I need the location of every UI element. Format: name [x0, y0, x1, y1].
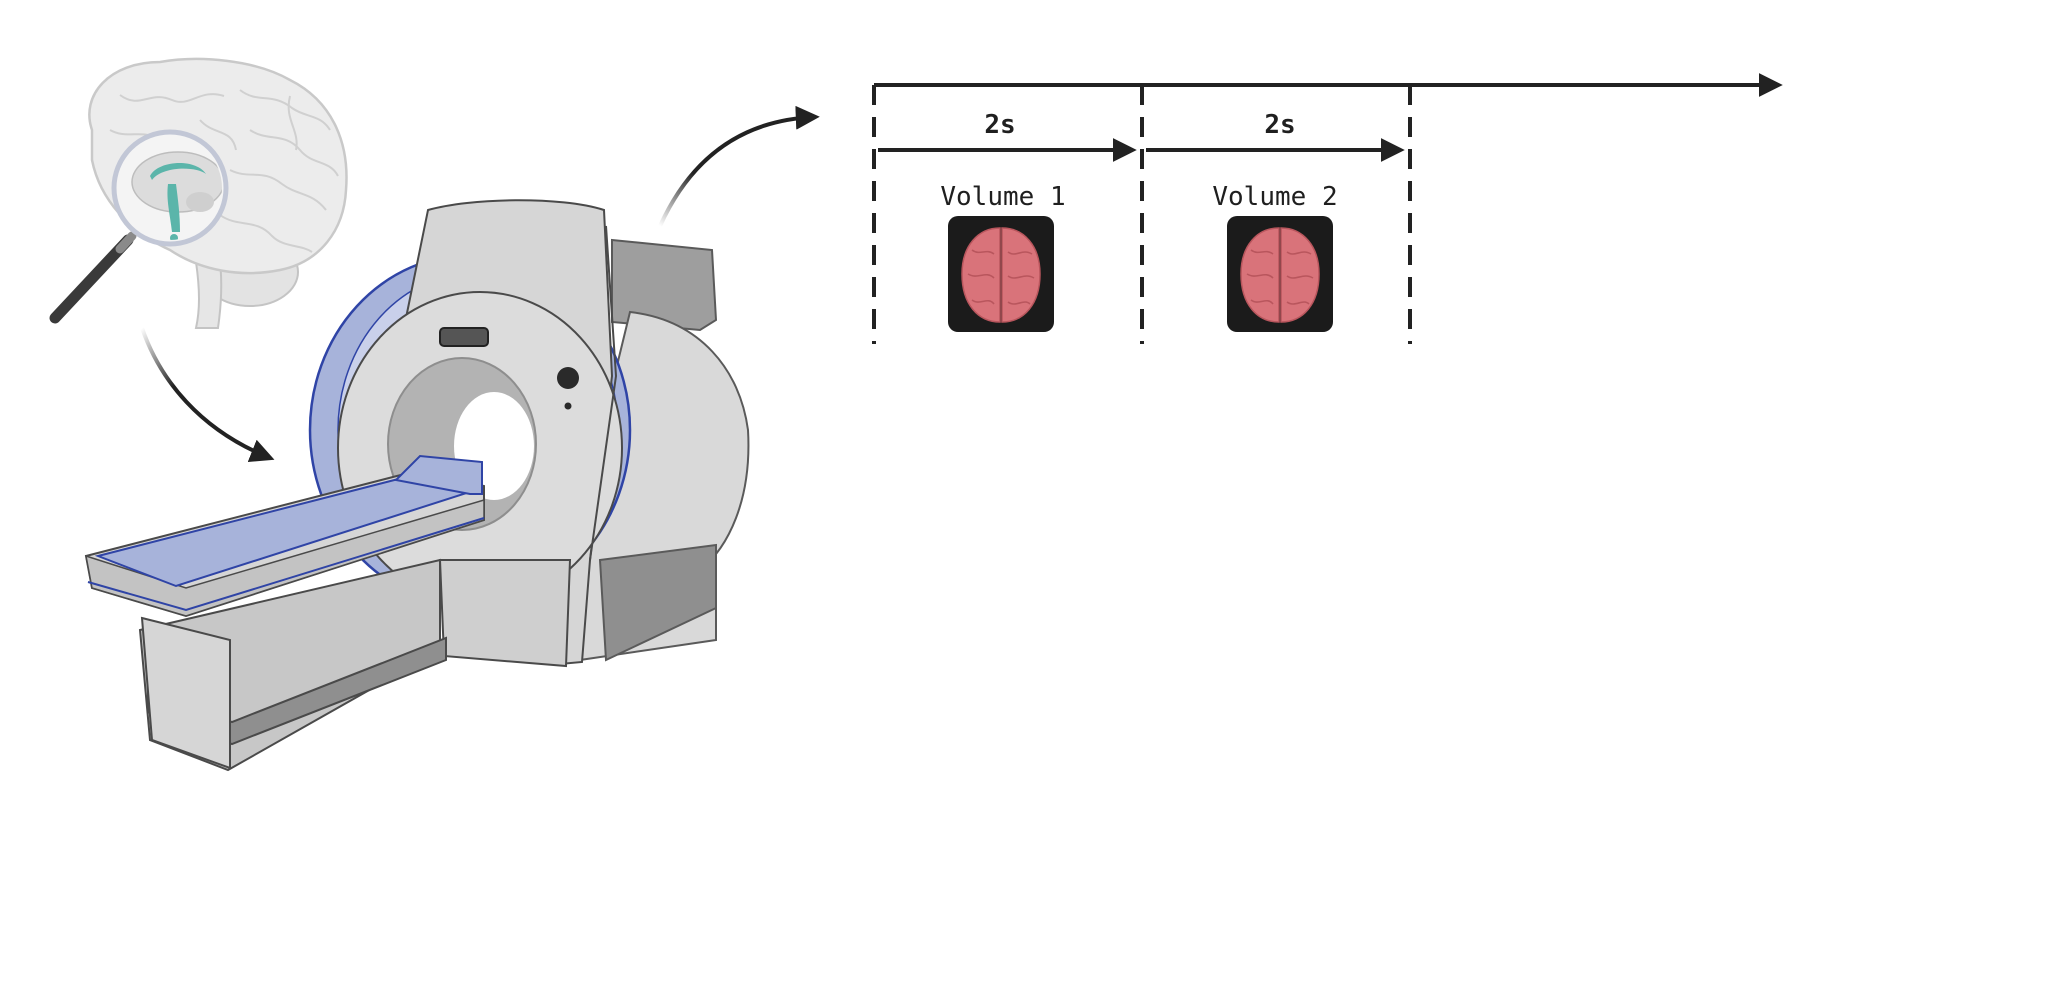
brain-to-scanner-arrow	[140, 327, 275, 463]
brain-volume-icon	[948, 216, 1054, 332]
interval-1-duration: 2s	[984, 110, 1015, 140]
mri-scanner-icon	[84, 199, 750, 772]
volume-2-label: Volume 2	[1212, 182, 1337, 212]
volume-1-label: Volume 1	[940, 182, 1065, 212]
interval-2-duration: 2s	[1264, 110, 1295, 140]
timeline: 2s 2s Volume 1 Volume 2	[872, 73, 1783, 344]
brain-volume-icon	[1227, 216, 1333, 332]
magnifier-icon	[49, 129, 229, 324]
scanner-to-timeline-arrow	[658, 105, 820, 227]
